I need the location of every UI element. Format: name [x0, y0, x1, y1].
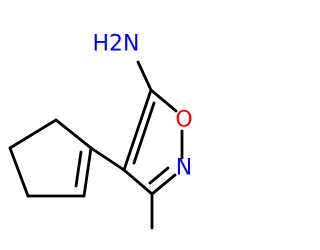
bond-c5-amine — [136, 60, 153, 92]
bond-cp2-cp3 — [8, 118, 58, 150]
bond-c4-cyclopentene — [89, 146, 126, 172]
amine-label: H2N — [93, 32, 140, 57]
bond-cp1-cp2 — [54, 118, 93, 150]
bond-cp5-cp1-b — [74, 150, 83, 188]
bond-c3-c4 — [122, 168, 154, 196]
structure-canvas: H2N O N — [8, 31, 193, 230]
oxygen-label: O — [175, 108, 192, 133]
chemical-structure: H2N O N — [8, 32, 193, 230]
bond-c4-c5-b — [132, 101, 156, 165]
bond-n2-c3-a — [150, 173, 177, 196]
bond-cp5-cp1-a — [82, 146, 93, 198]
bond-cp3-cp4 — [8, 146, 30, 198]
bond-c5-o1 — [149, 88, 178, 113]
nitrogen-label: N — [176, 156, 192, 181]
bond-n2-c3-b — [148, 166, 170, 185]
bond-c4-c5-a — [122, 88, 153, 172]
